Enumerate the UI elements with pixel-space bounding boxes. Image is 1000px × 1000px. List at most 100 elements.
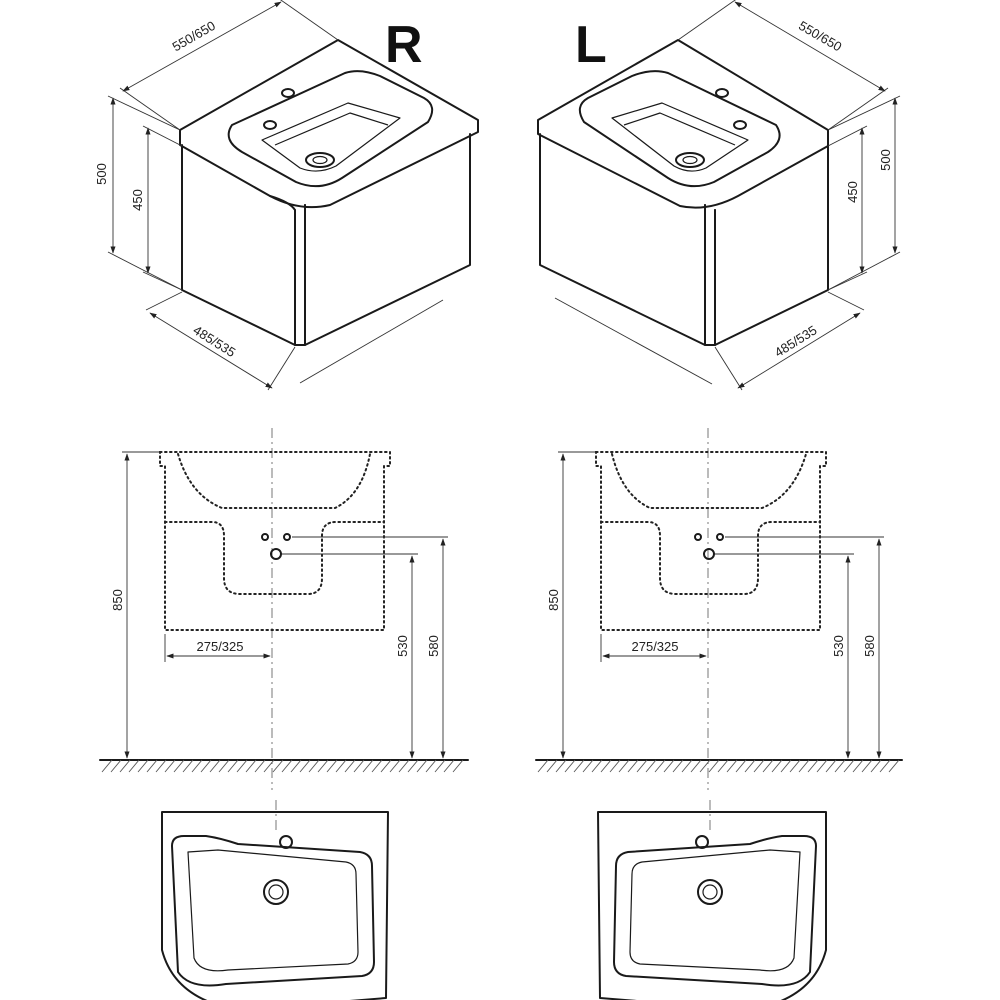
floor-hatch-line (362, 759, 374, 773)
floor-hatch-line (672, 759, 684, 773)
floor-hatch-line (681, 759, 693, 773)
dim-offset: 275/325 (632, 639, 679, 654)
overflow-hole-icon (694, 533, 702, 541)
floor-hatch-line (308, 759, 320, 773)
tap-hole-icon (279, 835, 293, 849)
drain-icon (697, 879, 723, 905)
floor-hatch-line (735, 759, 747, 773)
floor-hatch-line (798, 759, 810, 773)
countertop-top-face (179, 39, 479, 209)
floor-hatch-line (164, 759, 176, 773)
floor-hatch-line (101, 759, 113, 773)
floor-hatch-line (218, 759, 230, 773)
floor-hatch-line (452, 759, 464, 773)
basin-inner (611, 102, 749, 172)
basin-inner (261, 102, 401, 172)
dim-depth: 485/535 (190, 322, 238, 360)
floor-hatch-line (888, 759, 900, 773)
dim-overall-height: 850 (546, 589, 561, 611)
floor-hatch-line (128, 759, 140, 773)
tap-hole-icon (281, 88, 295, 98)
floor-hatch-line (326, 759, 338, 773)
dim-cabinet-height: 450 (845, 181, 860, 203)
floor-hatch-line (870, 759, 882, 773)
floor-hatch-line (564, 759, 576, 773)
floor-hatch-line (173, 759, 185, 773)
floor-hatch-line (843, 759, 855, 773)
basin-rim (227, 70, 434, 188)
floor-hatch (537, 759, 900, 773)
front-view-right: 850 580 530 275/325 (99, 428, 469, 790)
floor-hatch-line (425, 759, 437, 773)
countertop-plan-outline (161, 811, 389, 1000)
floor-hatch-line (780, 759, 792, 773)
tap-hole-icon (261, 533, 269, 541)
floor-hatch-line (636, 759, 648, 773)
door-handle-groove (704, 204, 716, 346)
drain-icon (305, 152, 335, 168)
floor-hatch-line (762, 759, 774, 773)
floor-hatch-line (272, 759, 284, 773)
floor-hatch-line (618, 759, 630, 773)
countertop-plan-outline (597, 811, 827, 1000)
floor-hatch-line (717, 759, 729, 773)
floor-hatch-line (699, 759, 711, 773)
dim-tap-height: 580 (862, 635, 877, 657)
tap-hole-icon (716, 533, 724, 541)
floor-hatch-line (789, 759, 801, 773)
floor-hatch-line (263, 759, 275, 773)
floor-hatch-line (398, 759, 410, 773)
floor-hatch-line (290, 759, 302, 773)
floor-hatch-line (137, 759, 149, 773)
basin-plan-inner (629, 849, 801, 972)
plan-view-right (161, 800, 389, 1000)
floor-hatch-line (600, 759, 612, 773)
floor-hatch-line (879, 759, 891, 773)
floor-hatch-line (236, 759, 248, 773)
dim-depth: 485/535 (772, 322, 820, 360)
floor-hatch-line (227, 759, 239, 773)
floor-hatch-line (771, 759, 783, 773)
dim-overall-height: 850 (110, 589, 125, 611)
dim-tap-height: 580 (426, 635, 441, 657)
floor-hatch-line (852, 759, 864, 773)
dim-total-height: 500 (94, 163, 109, 185)
floor-hatch-line (573, 759, 585, 773)
siphon-cutout-outline (600, 521, 821, 595)
floor-hatch-line (726, 759, 738, 773)
dim-cabinet-height: 450 (130, 189, 145, 211)
floor-hatch-line (591, 759, 603, 773)
dim-waste-height: 530 (831, 635, 846, 657)
drain-icon (703, 548, 715, 560)
floor-hatch-line (380, 759, 392, 773)
floor-hatch-line (317, 759, 329, 773)
floor-hatch-line (627, 759, 639, 773)
dim-offset: 275/325 (197, 639, 244, 654)
countertop-top-face (537, 39, 829, 209)
floor-hatch-line (645, 759, 657, 773)
basin-outline (177, 453, 371, 509)
variant-letter-r: R (385, 16, 423, 74)
basin-plan-inner (187, 849, 359, 972)
floor-hatch-line (146, 759, 158, 773)
countertop-outline (159, 451, 391, 631)
floor-hatch-line (443, 759, 455, 773)
floor-hatch-line (861, 759, 873, 773)
dim-waste-height: 530 (395, 635, 410, 657)
floor-hatch-line (245, 759, 257, 773)
drain-icon (675, 152, 705, 168)
drain-icon (263, 879, 289, 905)
floor-hatch-line (537, 759, 549, 773)
floor-hatch-line (389, 759, 401, 773)
dim-width: 550/650 (170, 18, 218, 54)
basin-rim (578, 70, 781, 188)
variant-letter-l: L (575, 16, 607, 74)
floor-hatch-line (744, 759, 756, 773)
floor-hatch-line (825, 759, 837, 773)
basin-plan-rim (171, 835, 375, 987)
floor-hatch-line (834, 759, 846, 773)
cabinet-left-face (181, 144, 296, 346)
floor-hatch-line (254, 759, 266, 773)
floor-hatch-line (299, 759, 311, 773)
floor-hatch-line (816, 759, 828, 773)
